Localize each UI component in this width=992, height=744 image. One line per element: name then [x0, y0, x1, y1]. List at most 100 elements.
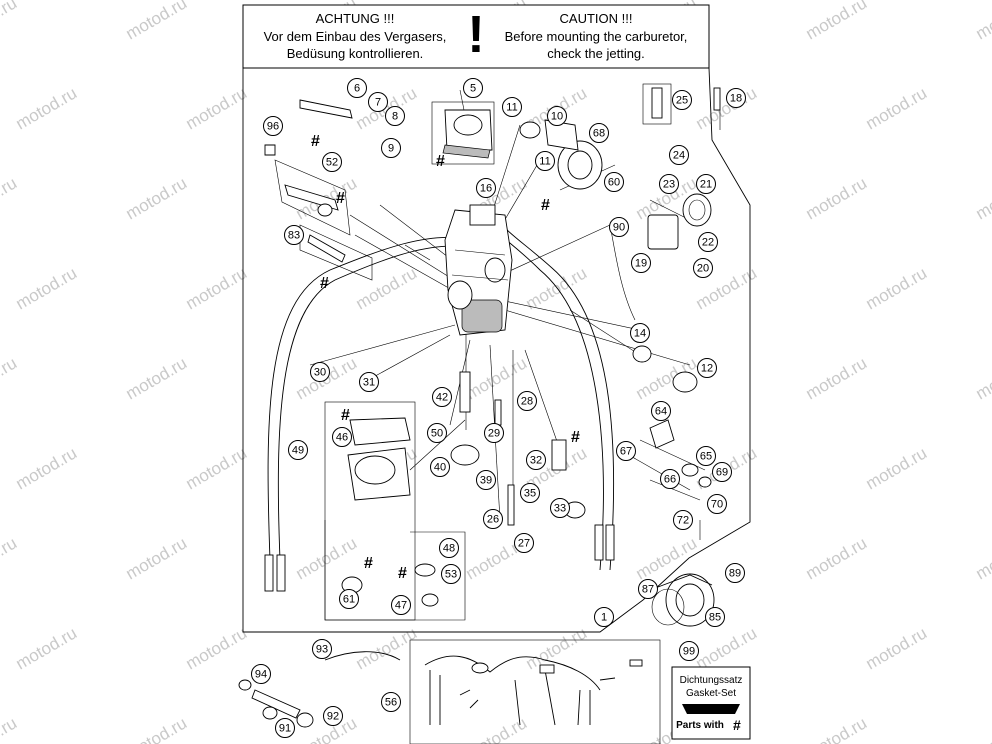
watermark-text: motod.ru: [123, 713, 191, 744]
watermark-text: motod.ru: [123, 353, 191, 403]
intake-boot: [649, 573, 715, 627]
warning-header-box: [242, 4, 710, 69]
caution-line-1: Before mounting the carburetor,: [505, 29, 688, 44]
callout-number: 40: [434, 462, 446, 474]
callout-number: 67: [620, 446, 632, 458]
gasket-set-legend: Dichtungssatz Gasket-Set Parts with #: [676, 675, 742, 733]
watermark-text: motod.ru: [183, 263, 251, 313]
callout-number: 60: [608, 177, 620, 189]
callout-number: 20: [697, 263, 709, 275]
callout-53: 53: [441, 564, 461, 584]
callout-48: 48: [439, 538, 459, 558]
watermark-text: motod.ru: [0, 173, 20, 223]
watermark-text: motod.ru: [973, 0, 992, 43]
brand-logo: [682, 704, 740, 714]
callout-5: 5: [463, 78, 483, 98]
callout-number: 99: [683, 646, 695, 658]
callout-69: 69: [712, 462, 732, 482]
callout-number: 35: [524, 488, 536, 500]
legend-line-3: Parts with: [676, 720, 724, 731]
watermark-text: motod.ru: [803, 533, 871, 583]
callout-number: 90: [613, 222, 625, 234]
callout-60: 60: [604, 172, 624, 192]
callout-number: 56: [385, 697, 397, 709]
callout-number: 46: [336, 432, 348, 444]
callout-9: 9: [381, 138, 401, 158]
callout-number: 31: [363, 377, 375, 389]
legend-line-1: Dichtungssatz: [680, 675, 743, 686]
watermark-text: motod.ru: [803, 173, 871, 223]
watermark-text: motod.ru: [693, 623, 761, 673]
callout-number: 19: [635, 258, 647, 270]
watermark-text: motod.ru: [863, 623, 931, 673]
callout-20: 20: [693, 258, 713, 278]
watermark-text: motod.ru: [973, 353, 992, 403]
callout-number: 83: [288, 230, 300, 242]
callout-number: 91: [279, 723, 291, 735]
watermark-text: motod.ru: [863, 443, 931, 493]
callout-number: 32: [530, 455, 542, 467]
callout-number: 52: [326, 157, 338, 169]
callout-52: 52: [322, 152, 342, 172]
callout-number: 53: [445, 569, 457, 581]
callout-number: 22: [702, 237, 714, 249]
watermark-text: motod.ru: [523, 263, 591, 313]
callout-number: 10: [551, 111, 563, 123]
hash-mark: #: [336, 190, 345, 207]
achtung-line-1: Vor dem Einbau des Vergasers,: [264, 29, 447, 44]
callout-16: 16: [476, 178, 496, 198]
callout-91: 91: [275, 718, 295, 738]
watermark-text: motod.ru: [183, 443, 251, 493]
watermark-text: motod.ru: [183, 623, 251, 673]
watermark-text: motod.ru: [13, 83, 81, 133]
hash-mark: #: [364, 555, 373, 572]
watermark-text: motod.ru: [523, 623, 591, 673]
callout-number: 33: [554, 503, 566, 515]
cable-ends: [264, 524, 615, 592]
callout-10: 10: [547, 106, 567, 126]
callout-number: 29: [488, 428, 500, 440]
throttle-cable-3: [494, 229, 604, 571]
callout-72: 72: [673, 510, 693, 530]
hash-mark: #: [398, 565, 407, 582]
legend-hash: #: [733, 717, 741, 733]
callout-33: 33: [550, 498, 570, 518]
callout-number: 18: [730, 93, 742, 105]
watermark-text: motod.ru: [353, 263, 421, 313]
watermark-text: motod.ru: [13, 263, 81, 313]
callout-56: 56: [381, 692, 401, 712]
callout-50: 50: [427, 423, 447, 443]
callout-92: 92: [323, 706, 343, 726]
watermark-text: motod.ru: [183, 83, 251, 133]
callout-number: 61: [343, 594, 355, 606]
hash-mark: #: [541, 197, 550, 214]
callout-47: 47: [391, 595, 411, 615]
callout-number: 5: [470, 83, 476, 95]
watermark-text: motod.ru: [803, 0, 871, 43]
cable-set-box: [409, 639, 661, 744]
callout-number: 66: [664, 474, 676, 486]
float-bowl-group-box-lower: [324, 520, 466, 621]
callout-11: 11: [502, 97, 522, 117]
callout-number: 64: [655, 406, 667, 418]
callout-31: 31: [359, 372, 379, 392]
achtung-line-2: Bedüsung kontrollieren.: [287, 46, 424, 61]
cable-set: [424, 655, 643, 726]
callout-14: 14: [630, 323, 650, 343]
callout-85: 85: [705, 607, 725, 627]
bracket-box: [642, 83, 672, 125]
jet-kit-box: [274, 159, 351, 236]
callout-number: 12: [701, 363, 713, 375]
callout-28: 28: [517, 391, 537, 411]
callout-64: 64: [651, 401, 671, 421]
watermark-text: motod.ru: [13, 623, 81, 673]
callout-96: 96: [263, 116, 283, 136]
watermark-text: motod.ru: [693, 83, 761, 133]
callout-number: 89: [729, 568, 741, 580]
callout-number: 28: [521, 396, 533, 408]
callout-23: 23: [659, 174, 679, 194]
hash-mark: #: [436, 153, 445, 170]
callout-32: 32: [526, 450, 546, 470]
